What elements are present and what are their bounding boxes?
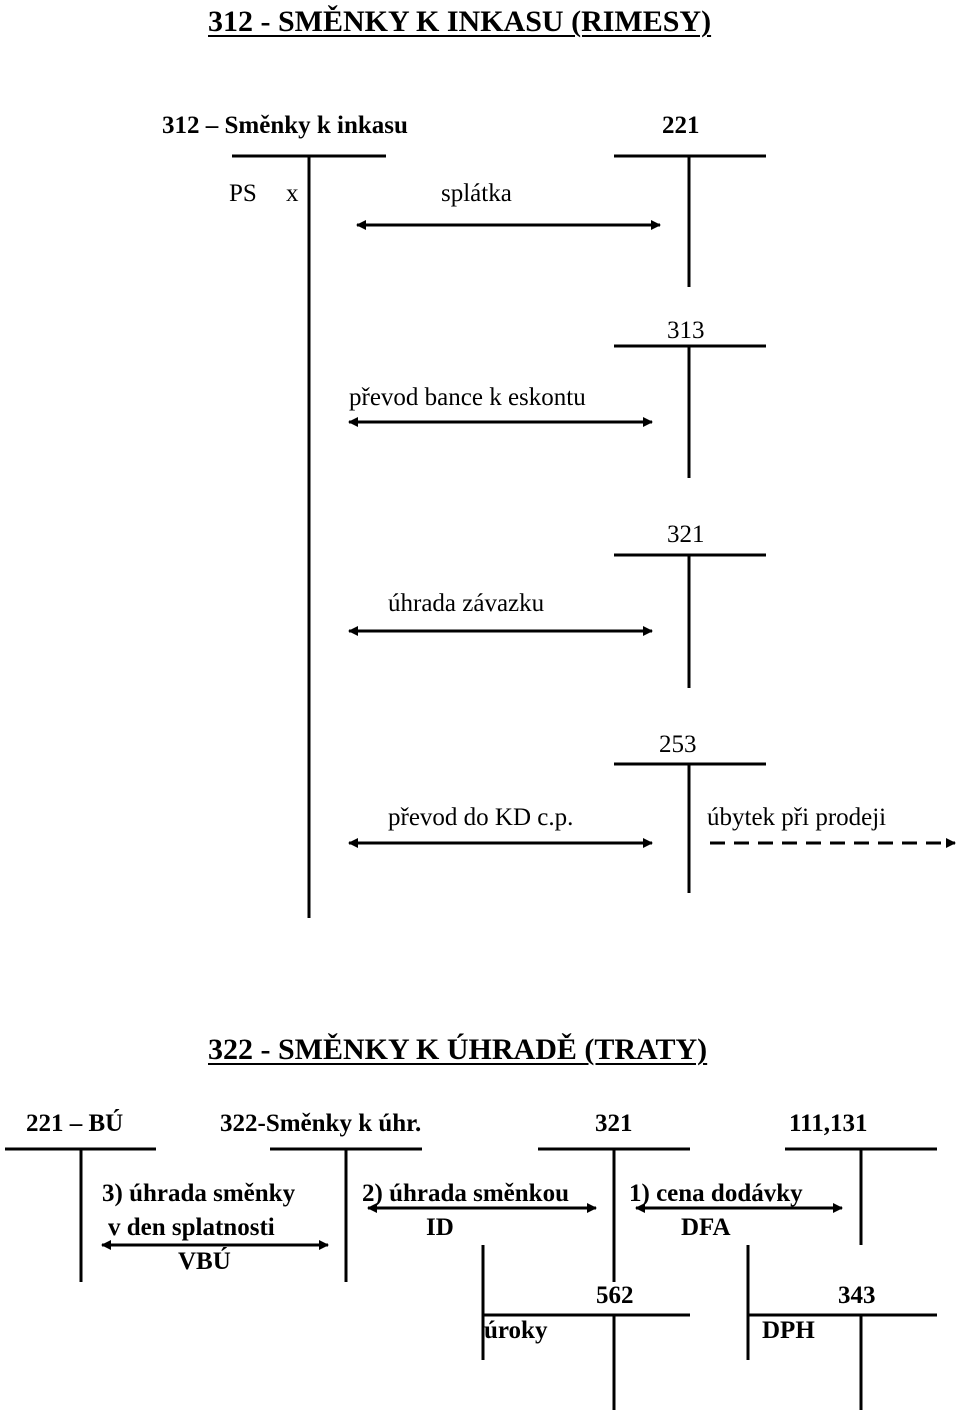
account-111-label: 111,131 xyxy=(789,1110,868,1137)
account-321-label: 321 xyxy=(667,521,705,548)
section1-title: 312 - SMĚNKY K INKASU (RIMESY) xyxy=(208,5,712,38)
account-562-label: 562 xyxy=(596,1282,634,1309)
account-322-label: 322-Směnky k úhr. xyxy=(220,1110,422,1137)
opening-balance-value: x xyxy=(286,180,299,207)
operation-splatka: splátka xyxy=(441,180,512,207)
main-account-label: 312 – Směnky k inkasu xyxy=(162,112,408,139)
step3-line2: v den splatnosti xyxy=(108,1214,275,1241)
opening-balance-label: PS xyxy=(229,180,257,207)
account-253-label: 253 xyxy=(659,731,697,758)
step3-line3: VBÚ xyxy=(178,1248,231,1275)
step1-line1: 1) cena dodávky xyxy=(629,1180,803,1207)
step2-line1: 2) úhrada směnkou xyxy=(362,1180,569,1207)
step3-line1: 3) úhrada směnky xyxy=(102,1180,296,1207)
section2-title: 322 - SMĚNKY K ÚHRADĚ (TRATY) xyxy=(208,1033,708,1066)
interest-label: úroky xyxy=(484,1317,548,1344)
operation-prevod-bance: převod bance k eskontu xyxy=(349,384,586,411)
operation-prevod-kd: převod do KD c.p. xyxy=(388,804,574,831)
account-343-label: 343 xyxy=(838,1282,876,1309)
account-221-label: 221 xyxy=(662,112,700,139)
account-221bu-label: 221 – BÚ xyxy=(26,1110,124,1137)
account-313-label: 313 xyxy=(667,317,705,344)
step2-line2: ID xyxy=(426,1214,454,1241)
operation-uhrada-zavazku: úhrada závazku xyxy=(388,590,545,617)
step1-line2: DFA xyxy=(681,1214,731,1241)
vat-label: DPH xyxy=(762,1317,815,1344)
account-321b-label: 321 xyxy=(595,1110,633,1137)
outflow-note: úbytek při prodeji xyxy=(707,804,887,831)
